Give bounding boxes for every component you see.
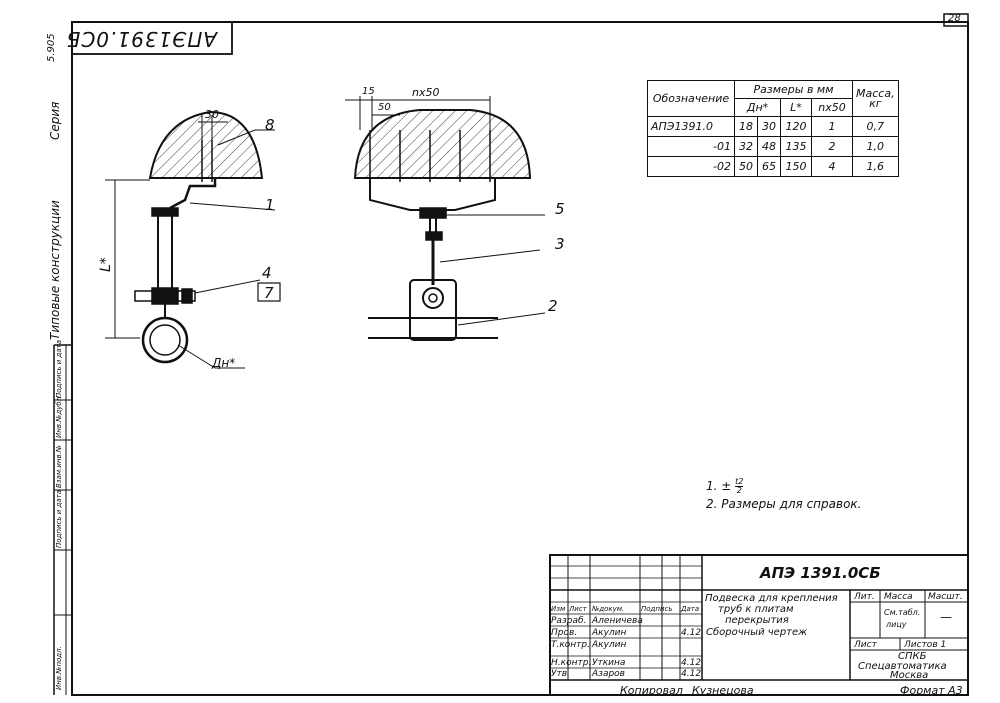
mass-value-2: лицу bbox=[886, 620, 907, 629]
role-name: Азаров bbox=[592, 669, 625, 679]
role: Утв. bbox=[551, 669, 570, 679]
title-line: труб к плитам bbox=[718, 604, 794, 615]
format-label: Формат А3 bbox=[900, 684, 963, 697]
series-title: Типовые конструкции bbox=[48, 200, 62, 340]
note-2: 2. Размеры для справок. bbox=[706, 497, 862, 511]
table-row: -02 50 65 150 4 1,6 bbox=[647, 156, 899, 177]
col-mass: Масса, кг bbox=[852, 80, 899, 117]
dim-Dn: Дн* bbox=[212, 356, 236, 370]
callout-3: 3 bbox=[555, 235, 565, 253]
callout-8: 8 bbox=[265, 116, 275, 134]
dim-nx50: nx50 bbox=[412, 86, 440, 99]
doc-number: АПЭ 1391.0СБ bbox=[760, 564, 881, 582]
lit-label: Лит. bbox=[854, 592, 875, 602]
hdr-sign: Подпись bbox=[641, 605, 673, 613]
strip-label: Инв.№дубл. bbox=[55, 394, 63, 438]
strip-label: Инв.№подл. bbox=[55, 646, 63, 690]
table-row: -01 32 48 135 2 1,0 bbox=[647, 136, 899, 157]
title-line: Сборочный чертеж bbox=[706, 627, 808, 638]
dim-15: 15 bbox=[362, 86, 375, 97]
strip-label: Подпись и дата bbox=[55, 490, 63, 548]
series-label: Серия bbox=[48, 101, 62, 140]
scale-label: Масшт. bbox=[928, 592, 963, 602]
note-1: 1. ± t2 2 bbox=[706, 477, 744, 495]
sheet-label: Лист bbox=[854, 640, 877, 650]
col-l: L* bbox=[780, 98, 812, 117]
col-designation: Обозначение bbox=[647, 80, 735, 117]
sheet-number-box bbox=[943, 13, 969, 27]
table-row: АПЭ1391.0 18 30 120 1 0,7 bbox=[647, 116, 899, 137]
sheet-number: 28 bbox=[948, 13, 961, 24]
role: Пров. bbox=[551, 628, 578, 638]
callout-5: 5 bbox=[555, 200, 565, 218]
callout-2: 2 bbox=[548, 297, 558, 315]
role: Разраб. bbox=[551, 616, 587, 626]
col-nx50: nx50 bbox=[811, 98, 853, 117]
dim-50: 50 bbox=[378, 102, 391, 113]
role: Н.контр. bbox=[551, 658, 592, 668]
designation-box bbox=[71, 21, 233, 55]
hdr-date: Дата bbox=[681, 605, 700, 613]
callout-7: 7 bbox=[264, 284, 274, 302]
dim-L: L* bbox=[98, 257, 114, 272]
title-line: Подвеска для крепления bbox=[705, 593, 838, 604]
org-line-3: Москва bbox=[890, 670, 929, 681]
role-name: Акулин bbox=[592, 640, 627, 650]
org-line-2: Спецавтоматика bbox=[858, 661, 947, 672]
strip-label: Подпись и дата bbox=[55, 340, 63, 398]
hdr-docnum: №докум. bbox=[592, 605, 625, 613]
front-view bbox=[345, 96, 546, 341]
mass-label: Масса bbox=[884, 592, 913, 602]
side-view bbox=[105, 110, 281, 369]
org-line-1: СПКБ bbox=[898, 651, 927, 662]
role-name: Аленичева bbox=[592, 616, 643, 626]
copied-name: Кузнецова bbox=[692, 684, 754, 697]
callout-4: 4 bbox=[262, 264, 272, 282]
callout-1: 1 bbox=[265, 196, 275, 214]
date: 4.12 bbox=[681, 669, 702, 679]
strip-label: Взам.инв.№ bbox=[55, 444, 63, 488]
date: 4.12 bbox=[681, 628, 702, 638]
title-block-frame bbox=[549, 554, 969, 696]
title-line: перекрытия bbox=[725, 615, 789, 626]
role-name: Уткина bbox=[592, 658, 626, 668]
spec-table: Обозначение Размеры в мм Масса, кг Дн* L… bbox=[647, 80, 899, 177]
role-name: Акулин bbox=[592, 628, 627, 638]
col-sizes: Размеры в мм bbox=[734, 80, 853, 99]
role: Т.контр. bbox=[551, 640, 591, 650]
margin-code: 5.905 bbox=[46, 33, 57, 62]
col-dn: Дн* bbox=[734, 98, 781, 117]
hdr-izm: Изм bbox=[551, 605, 566, 613]
scale-value: — bbox=[940, 610, 952, 624]
sheets-label: Листов 1 bbox=[904, 640, 947, 650]
sheet-frame bbox=[71, 21, 969, 696]
mass-value: См.табл. bbox=[884, 608, 921, 617]
copied-label: Копировал bbox=[620, 684, 683, 697]
designation-rotated: АПЭ1391.0СБ bbox=[65, 27, 217, 51]
dim-30: 30 bbox=[205, 108, 219, 121]
hdr-list: Лист bbox=[569, 605, 587, 613]
date: 4.12 bbox=[681, 658, 702, 668]
